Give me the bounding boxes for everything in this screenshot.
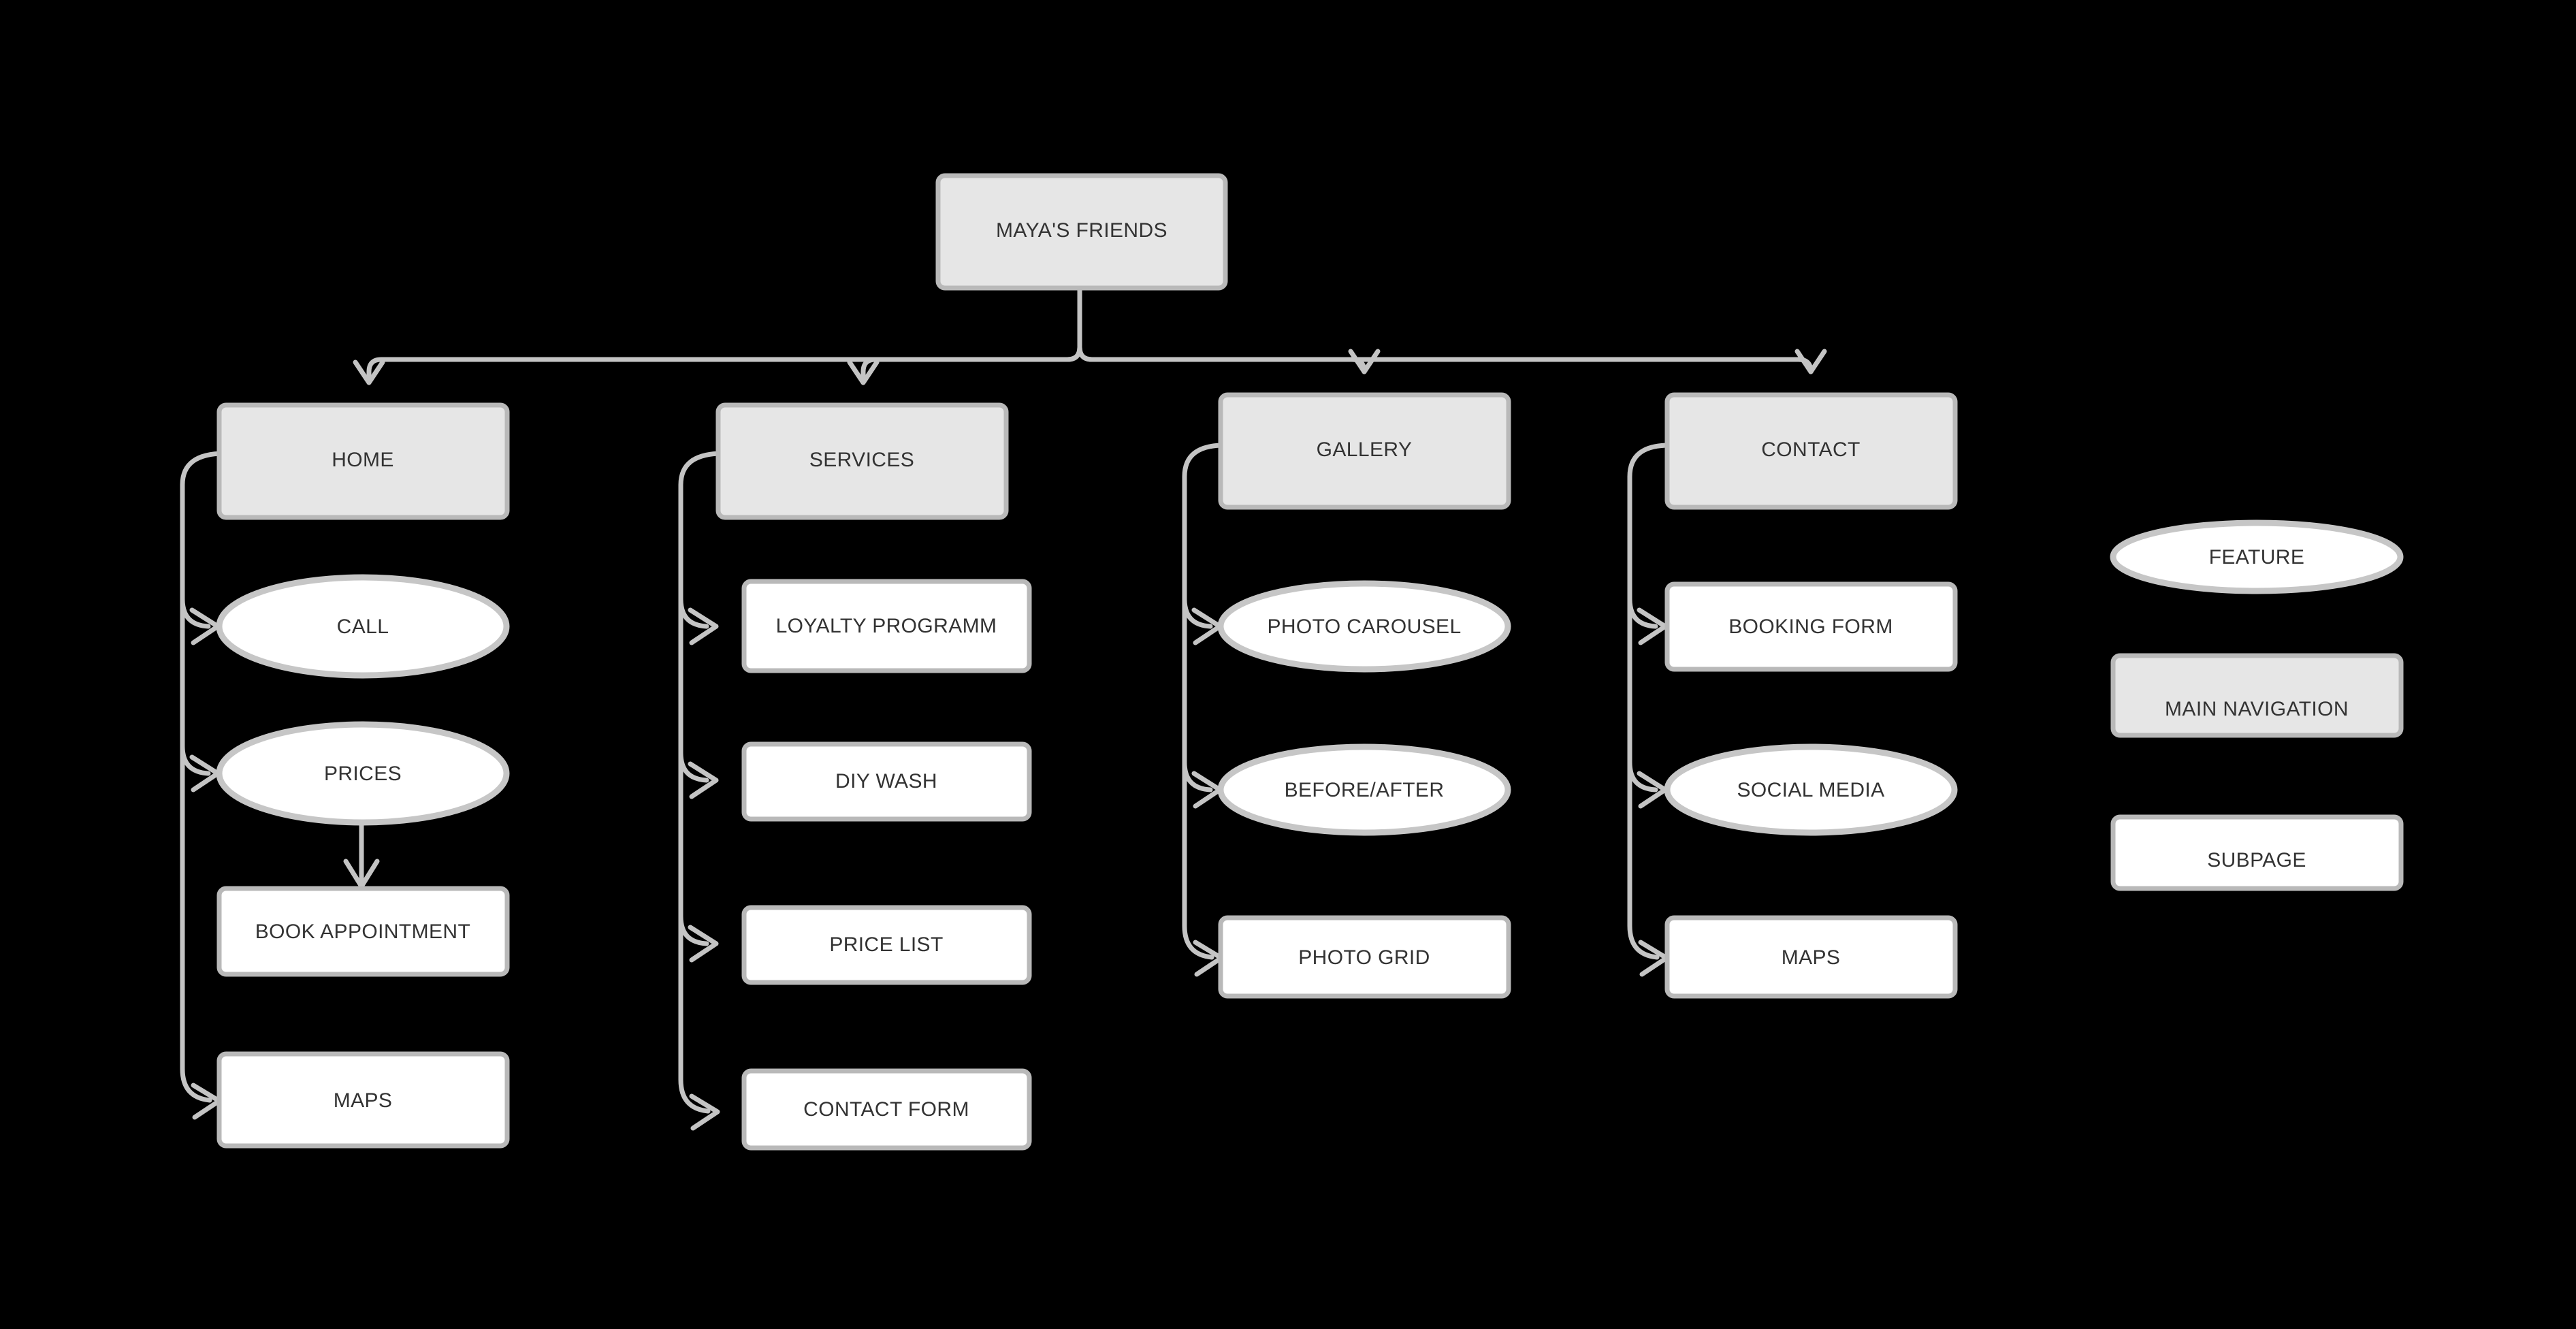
node-home-book-appointment[interactable]: BOOK APPOINTMENT — [216, 886, 510, 977]
node-home-call-shape[interactable] — [216, 574, 510, 679]
node-home[interactable]: HOME — [216, 402, 510, 520]
column-home: HOME CALL PRICES BOOK APPOINTMENT MAPS — [216, 402, 510, 1149]
edge-gallery-spine — [1182, 443, 1227, 960]
arrowhead-gallery — [1348, 349, 1381, 374]
arrowhead-contact — [1794, 349, 1827, 374]
node-services-diy-wash-shape[interactable] — [741, 741, 1032, 822]
edge-gallery-to-beforeafter — [1182, 760, 1213, 792]
legend-item-subpage[interactable]: SUBPAGE — [2110, 814, 2404, 891]
legend-feature-shape[interactable] — [2110, 519, 2404, 594]
edge-services-to-pricelist — [678, 914, 709, 946]
edge-services-spine — [678, 451, 726, 1114]
node-contact-shape[interactable] — [1664, 392, 1958, 510]
node-contact-social-media-shape[interactable] — [1664, 743, 1958, 836]
node-contact-booking-form[interactable]: BOOKING FORM — [1664, 581, 1958, 672]
node-home-call[interactable]: CALL — [216, 574, 510, 679]
legend-main-navigation-shape[interactable] — [2110, 653, 2404, 738]
edge-services-to-loyalty — [678, 596, 709, 629]
edge-root-bus-services — [860, 345, 1082, 381]
edge-gallery-to-carousel — [1182, 596, 1213, 629]
node-services-price-list[interactable]: PRICE LIST — [741, 905, 1032, 985]
column-contact: CONTACT BOOKING FORM SOCIAL MEDIA MAPS — [1664, 392, 1958, 999]
node-root-shape[interactable] — [935, 173, 1228, 291]
node-home-book-appointment-shape[interactable] — [216, 886, 510, 977]
edge-home-to-prices — [180, 743, 211, 776]
edge-contact-to-social — [1627, 760, 1658, 792]
node-root[interactable]: MAYA'S FRIENDS — [935, 173, 1228, 291]
legend-item-main-navigation[interactable]: MAIN NAVIGATION — [2110, 653, 2404, 738]
arrowhead-services — [847, 359, 880, 385]
node-gallery-before-after-shape[interactable] — [1217, 743, 1511, 836]
legend: FEATURE MAIN NAVIGATION SUBPAGE — [2110, 519, 2404, 891]
node-home-prices[interactable]: PRICES — [216, 721, 510, 826]
node-gallery-photo-carousel-shape[interactable] — [1217, 580, 1511, 673]
node-home-shape[interactable] — [216, 402, 510, 520]
node-gallery-shape[interactable] — [1218, 392, 1511, 510]
node-contact-social-media[interactable]: SOCIAL MEDIA — [1664, 743, 1958, 836]
node-home-prices-shape[interactable] — [216, 721, 510, 826]
node-gallery-photo-grid-shape[interactable] — [1218, 915, 1511, 999]
node-services-shape[interactable] — [715, 402, 1009, 520]
edge-home-spine — [180, 451, 227, 1103]
legend-subpage-shape[interactable] — [2110, 814, 2404, 891]
edge-contact-spine — [1627, 443, 1672, 960]
node-gallery[interactable]: GALLERY — [1218, 392, 1511, 510]
node-contact-booking-form-shape[interactable] — [1664, 581, 1958, 672]
node-services-price-list-shape[interactable] — [741, 905, 1032, 985]
node-services-contact-form[interactable]: CONTACT FORM — [741, 1068, 1032, 1151]
node-gallery-photo-grid[interactable]: PHOTO GRID — [1218, 915, 1511, 999]
node-services-contact-form-shape[interactable] — [741, 1068, 1032, 1151]
column-gallery: GALLERY PHOTO CAROUSEL BEFORE/AFTER PHOT… — [1217, 392, 1511, 999]
edge-services-to-diy — [678, 750, 709, 783]
arrowhead-services-contactform — [689, 1093, 720, 1131]
legend-item-feature[interactable]: FEATURE — [2110, 519, 2404, 594]
node-home-maps-shape[interactable] — [216, 1051, 510, 1149]
arrowhead-services-diy — [688, 761, 719, 799]
node-contact-maps[interactable]: MAPS — [1664, 915, 1958, 999]
column-services: SERVICES LOYALTY PROGRAMM DIY WASH PRICE… — [715, 402, 1032, 1151]
arrowhead-services-loyalty — [688, 607, 719, 645]
node-services-loyalty-programm[interactable]: LOYALTY PROGRAMM — [741, 579, 1032, 673]
edge-root-bus — [366, 283, 1082, 381]
node-contact-maps-shape[interactable] — [1664, 915, 1958, 999]
edge-root-bus-contact — [1077, 345, 1814, 374]
node-services-diy-wash[interactable]: DIY WASH — [741, 741, 1032, 822]
arrowhead-services-pricelist — [688, 925, 719, 963]
node-home-maps[interactable]: MAPS — [216, 1051, 510, 1149]
edge-contact-to-booking — [1627, 596, 1658, 629]
node-gallery-photo-carousel[interactable]: PHOTO CAROUSEL — [1217, 580, 1511, 673]
node-services[interactable]: SERVICES — [715, 402, 1009, 520]
arrowhead-home — [353, 359, 385, 385]
node-contact[interactable]: CONTACT — [1664, 392, 1958, 510]
edge-home-to-call — [180, 596, 211, 629]
node-gallery-before-after[interactable]: BEFORE/AFTER — [1217, 743, 1511, 836]
node-services-loyalty-programm-shape[interactable] — [741, 579, 1032, 673]
